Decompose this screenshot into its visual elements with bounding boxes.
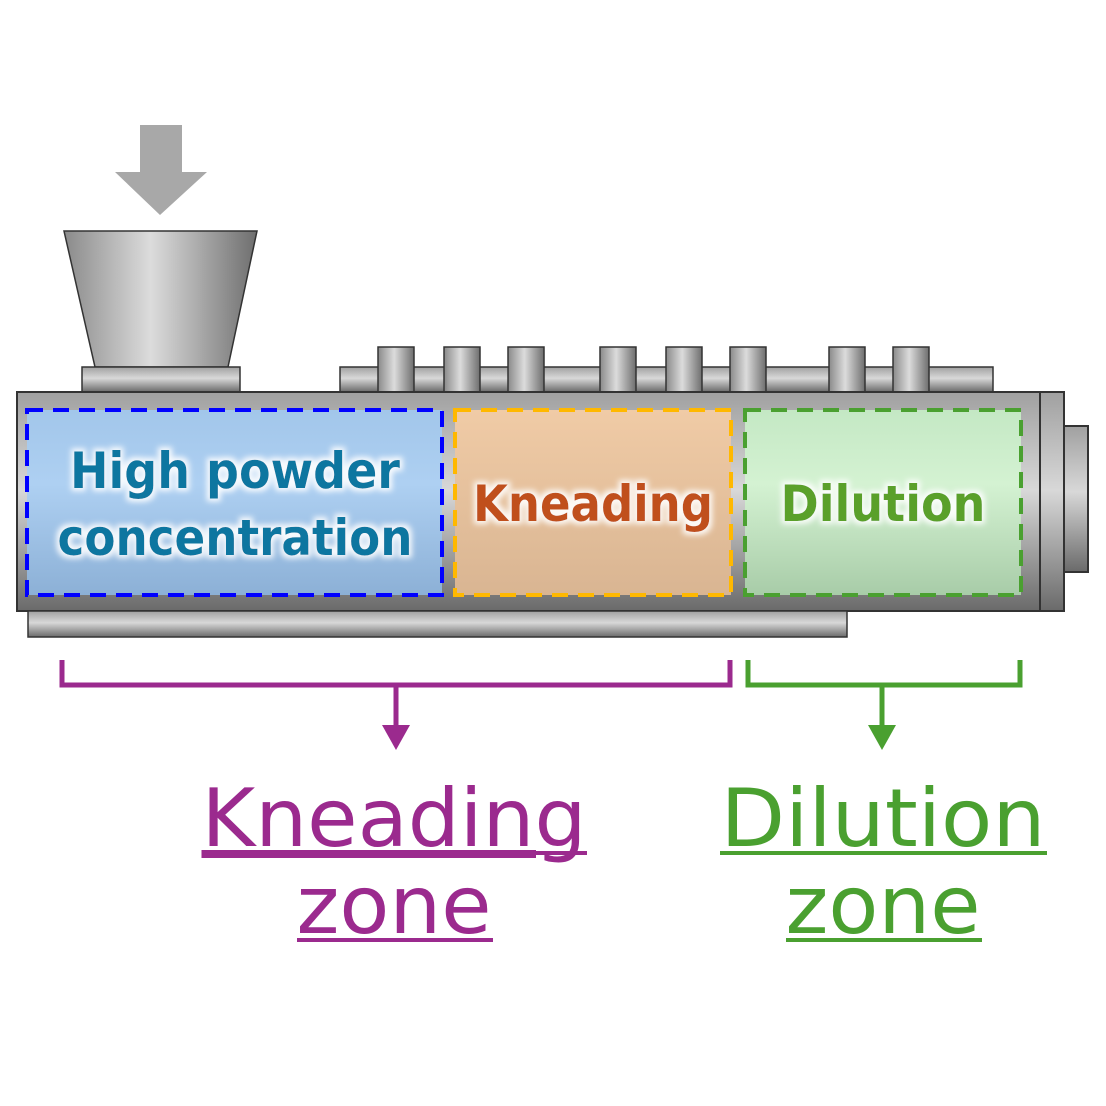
bottom-rail: [27, 610, 848, 638]
kneading-zone-box: [453, 408, 733, 597]
dilution-underline-2: [786, 938, 982, 942]
vent-port: [443, 346, 481, 393]
kneading-zone-title-line2: zone: [297, 859, 492, 952]
high-powder-label-line2: concentration: [58, 509, 413, 567]
vent-ports: [377, 346, 930, 393]
dilution-label: Dilution: [781, 475, 986, 533]
vent-port: [377, 346, 415, 393]
dilution-zone-bracket: [745, 660, 1023, 730]
vent-port: [665, 346, 703, 393]
vent-port: [507, 346, 545, 393]
vent-port: [599, 346, 637, 393]
nozzle: [1063, 425, 1089, 573]
hopper-base: [81, 366, 241, 393]
end-cap: [1039, 391, 1065, 612]
vent-port: [828, 346, 866, 393]
vent-port: [729, 346, 767, 393]
hopper: [63, 230, 258, 368]
kneading-zone-bracket: [59, 660, 733, 730]
dilution-zone-title-line2: zone: [786, 859, 981, 952]
dilution-zone-title-line1: Dilution: [721, 772, 1046, 865]
kneading-arrow-icon: [382, 725, 410, 750]
vent-port: [892, 346, 930, 393]
kneading-underline-1: [202, 851, 587, 855]
kneading-zone-title-line1: Kneading: [202, 772, 587, 865]
kneading-label: Kneading: [473, 475, 713, 533]
high-powder-label-line1: High powder: [70, 442, 400, 500]
dilution-underline-1: [720, 851, 1047, 855]
high-powder-zone-box: [25, 408, 444, 597]
dilution-zone-box: [743, 408, 1023, 597]
dilution-arrow-icon: [868, 725, 896, 750]
kneading-underline-2: [297, 938, 493, 942]
feed-arrow-icon: [115, 125, 207, 215]
